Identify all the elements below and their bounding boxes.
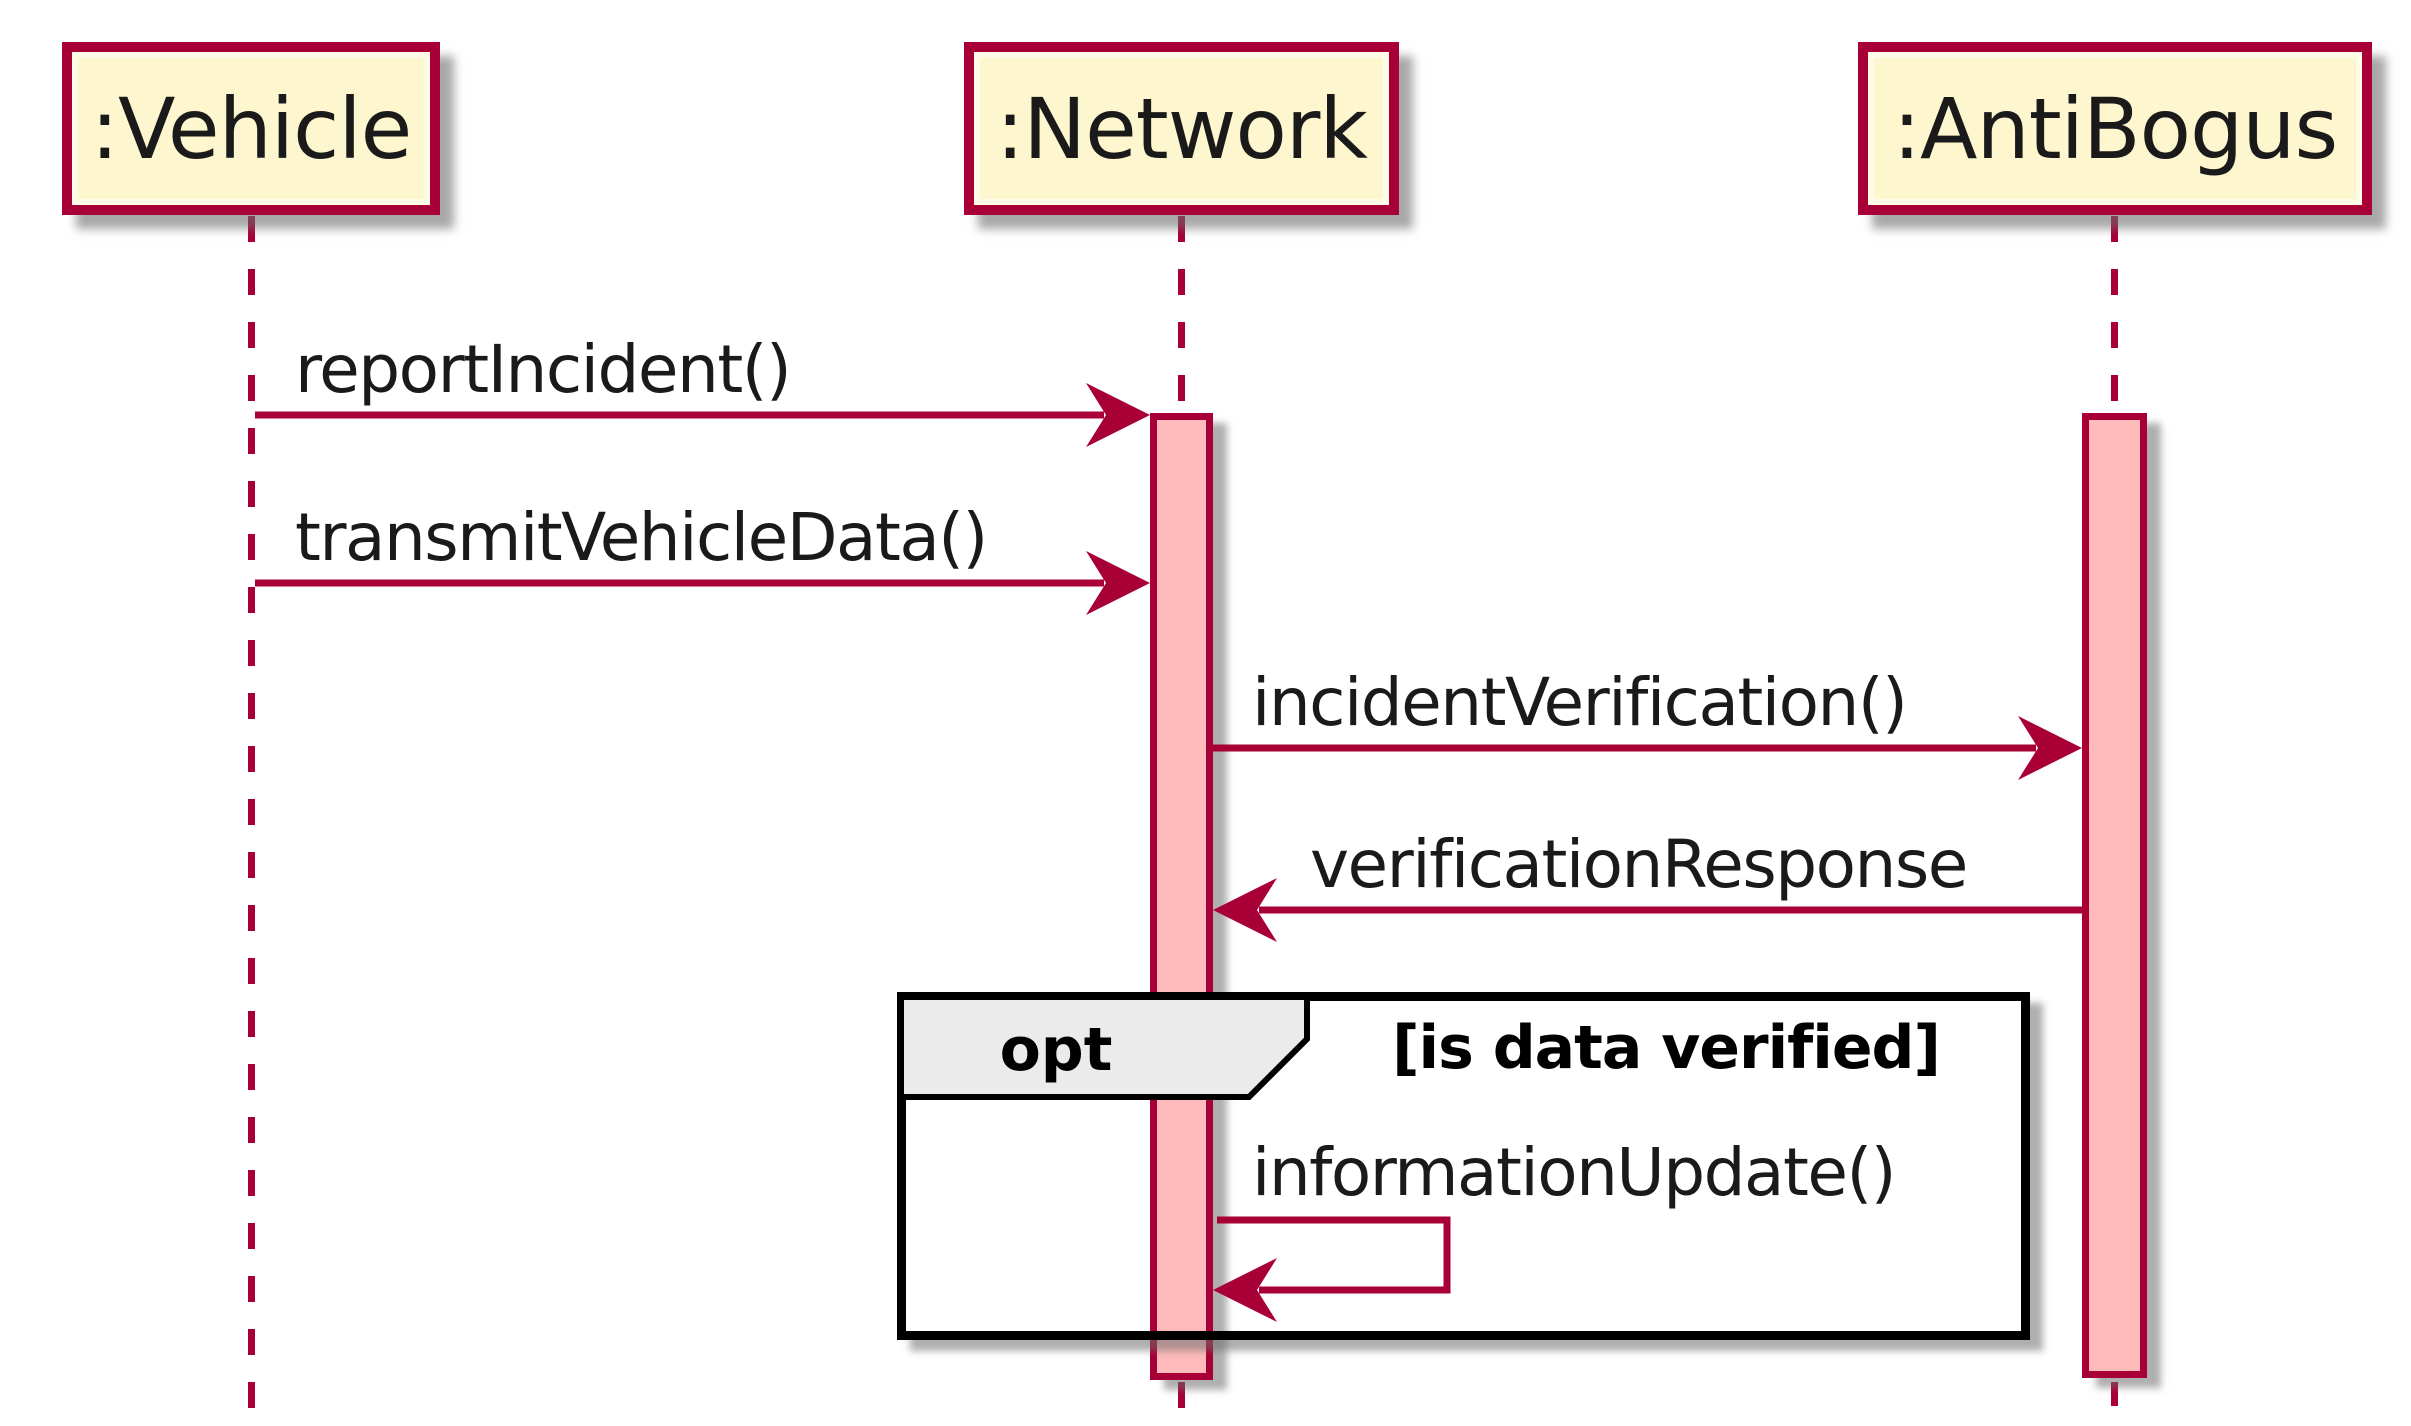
arrowhead-right-icon	[1086, 551, 1150, 615]
arrow-verification-response	[1213, 878, 2082, 942]
activation-bar-antibogus	[2082, 413, 2147, 1378]
message-label-verification-response: verificationResponse	[1310, 826, 1968, 903]
arrow-transmit-vehicle-data	[255, 551, 1150, 615]
opt-guard-label: [is data verified]	[1392, 1013, 1941, 1083]
opt-operator-label: opt	[999, 1015, 1113, 1085]
participant-name-vehicle: :Vehicle	[90, 79, 413, 178]
message-label-report-incident: reportIncident()	[295, 331, 792, 408]
participant-box-network: :Network	[964, 42, 1399, 215]
arrowhead-left-icon	[1213, 878, 1277, 942]
arrowhead-right-icon	[1086, 383, 1150, 447]
participant-name-antibogus: :AntiBogus	[1892, 79, 2339, 178]
arrowhead-right-icon	[2018, 716, 2082, 780]
message-label-information-update: informationUpdate()	[1252, 1134, 1896, 1211]
participant-box-antibogus: :AntiBogus	[1858, 42, 2372, 215]
pentagon-shape	[898, 994, 1310, 1100]
participant-name-network: :Network	[995, 79, 1368, 178]
arrow-report-incident	[255, 383, 1150, 447]
activation-bar-network	[1150, 413, 1213, 1380]
message-label-transmit-vehicle-data: transmitVehicleData()	[295, 499, 988, 576]
opt-fragment-frame	[897, 992, 2030, 1340]
arrow-incident-verification	[1213, 716, 2082, 780]
participant-box-vehicle: :Vehicle	[62, 42, 440, 215]
arrow-information-update-self	[1213, 1216, 1451, 1322]
opt-operator-pentagon	[898, 994, 1310, 1100]
message-label-incident-verification: incidentVerification()	[1252, 664, 1908, 741]
arrowhead-left-icon	[1213, 1258, 1277, 1322]
